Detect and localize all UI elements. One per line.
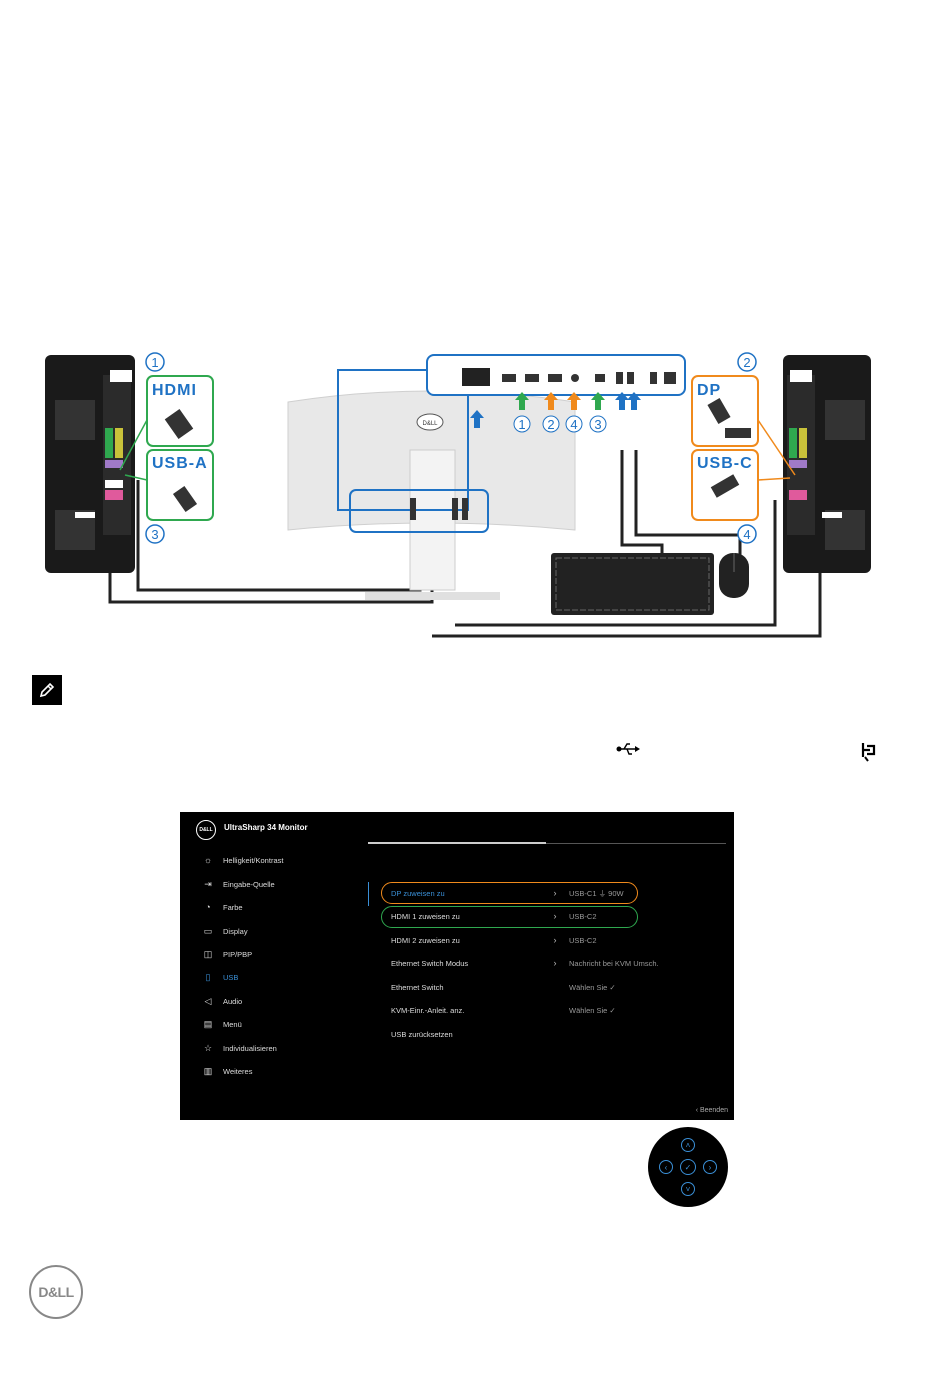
power-delivery-icon [860, 740, 878, 767]
usb-a-label: USB-A [152, 455, 208, 472]
color-icon: ◔ [205, 902, 211, 912]
row-label: KVM-Einr.-Anleit. anz. [391, 1005, 465, 1015]
connection-diagram: D&LL 1 2 4 3 [45, 352, 871, 638]
display-icon: ▭ [203, 925, 213, 936]
port-number-labels: 1 2 4 3 [513, 415, 607, 433]
joystick-control: ˄ ˅ ‹ › ✓ [648, 1127, 728, 1207]
right-callouts: 2 DP USB-C 4 [691, 352, 796, 544]
row-label: Ethernet Switch [391, 982, 444, 992]
osd-logo: D&LL [196, 820, 216, 840]
callout-number: 3 [151, 527, 158, 542]
menu-label: Helligkeit/Kontrast [223, 855, 284, 865]
row-value: Nachricht bei KVM Umsch. [569, 958, 659, 968]
osd-menu-item-display[interactable]: ▭ Display [202, 924, 248, 938]
chevron-right-icon: › [553, 958, 557, 968]
menu-label: USB [223, 972, 239, 982]
osd-menu-item-audio[interactable]: ◁ Audio [202, 994, 243, 1008]
chevron-right-icon: › [553, 935, 557, 945]
osd-menu-item-usb[interactable]: ▯ USB [202, 970, 239, 984]
ports-panel [426, 354, 686, 396]
monitor: D&LL [287, 369, 576, 600]
osd-row-ethernet-switch-mode[interactable]: Ethernet Switch Modus › Nachricht bei KVM … [391, 956, 659, 970]
dell-logo: D&LL [29, 1265, 83, 1319]
row-value: Wählen Sie ✓ [569, 1005, 616, 1015]
port-arrows [470, 392, 641, 428]
exit-link[interactable]: ‹ Beenden [695, 1107, 728, 1114]
menu-label: PIP/PBP [223, 949, 253, 959]
monitor-logo: D&LL [422, 421, 438, 427]
joystick-right-button[interactable]: › [703, 1160, 717, 1174]
chevron-right-icon: › [553, 911, 557, 921]
joystick-up-button[interactable]: ˄ [681, 1138, 695, 1152]
osd-menu-item-menu[interactable]: ▤ Menü [202, 1017, 242, 1031]
port-number: 1 [518, 417, 525, 432]
right-pc [783, 355, 871, 573]
menu-icon: ▤ [203, 1018, 213, 1029]
joystick-down-button[interactable]: ˅ [681, 1182, 695, 1196]
osd-row-hdmi1-assign[interactable]: HDMI 1 zuweisen zu › USB-C2 [391, 909, 597, 923]
hdmi-label: HDMI [152, 382, 197, 399]
menu-label: Individualisieren [223, 1043, 277, 1053]
osd-title: UltraSharp 34 Monitor [224, 823, 308, 832]
menu-label: Eingabe-Quelle [223, 879, 275, 889]
dp-highlight-ring [381, 882, 638, 904]
osd-menu-item-input-source[interactable]: ⇥ Eingabe-Quelle [202, 877, 275, 891]
hdmi-highlight-ring [381, 906, 638, 928]
osd-row-ethernet-switch[interactable]: Ethernet Switch Wählen Sie ✓ [391, 980, 616, 994]
callout-number: 2 [743, 355, 750, 370]
chevron-right-icon: › [553, 888, 557, 898]
port-number: 2 [547, 417, 554, 432]
row-value: USB-C2 [569, 935, 597, 945]
others-icon: ▥ [203, 1065, 213, 1076]
menu-label: Menü [223, 1019, 242, 1029]
row-label: HDMI 1 zuweisen zu [391, 911, 460, 921]
dp-label: DP [697, 382, 721, 399]
row-label: USB zurücksetzen [391, 1029, 453, 1039]
port-number: 3 [594, 417, 601, 432]
brightness-icon: ☼ [203, 855, 213, 865]
port-number: 4 [570, 417, 577, 432]
osd-menu-item-personalize[interactable]: ☆ Individualisieren [202, 1041, 277, 1055]
speaker-icon: ◁ [204, 995, 212, 1006]
joystick-left-button[interactable]: ‹ [659, 1160, 673, 1174]
menu-label: Audio [223, 996, 243, 1006]
callout-number: 4 [743, 527, 750, 542]
osd-menu-item-brightness[interactable]: ☼ Helligkeit/Kontrast [202, 853, 284, 867]
keyboard [551, 553, 714, 615]
pip-icon: ◫ [203, 948, 213, 959]
osd-row-kvm-guide[interactable]: KVM-Einr.-Anleit. anz. Wählen Sie ✓ [391, 1003, 616, 1017]
left-pc [45, 355, 135, 573]
cables [108, 450, 822, 638]
usb-c-label: USB-C [697, 455, 753, 472]
osd-menu-item-others[interactable]: ▥ Weiteres [202, 1064, 253, 1078]
osd-row-hdmi2-assign[interactable]: HDMI 2 zuweisen zu › USB-C2 [391, 933, 597, 947]
joystick-select-button[interactable]: ✓ [680, 1159, 696, 1175]
osd-menu: D&LL UltraSharp 34 Monitor ☼ Helligkeit/K… [180, 812, 734, 1120]
star-icon: ☆ [203, 1042, 213, 1053]
menu-label: Weiteres [223, 1066, 253, 1076]
callout-number: 1 [151, 355, 158, 370]
osd-divider [368, 843, 726, 844]
osd-selection-bar [368, 882, 369, 906]
row-label: Ethernet Switch Modus [391, 958, 469, 968]
pencil-note-icon [32, 675, 62, 705]
left-callouts: 1 HDMI USB-A 3 [119, 352, 214, 544]
row-value: USB-C1 ⏚ 90W [569, 888, 624, 898]
row-value: USB-C2 [569, 911, 597, 921]
row-value: Wählen Sie ✓ [569, 982, 616, 992]
osd-menu-item-color[interactable]: ◔ Farbe [202, 900, 243, 914]
osd-active-tab-indicator [368, 842, 546, 844]
mouse-icon: ▯ [205, 971, 211, 982]
osd-row-usb-reset[interactable]: USB zurücksetzen [391, 1027, 569, 1041]
osd-menu-item-pip[interactable]: ◫ PIP/PBP [202, 947, 252, 961]
menu-label: Farbe [223, 902, 243, 912]
input-source-icon: ⇥ [204, 878, 212, 889]
osd-row-dp-assign[interactable]: DP zuweisen zu › USB-C1 ⏚ 90W [391, 886, 624, 900]
row-label: DP zuweisen zu [391, 888, 445, 898]
usb-icon [616, 742, 640, 761]
row-label: HDMI 2 zuweisen zu [391, 935, 460, 945]
mouse [719, 553, 749, 598]
menu-label: Display [223, 926, 248, 936]
